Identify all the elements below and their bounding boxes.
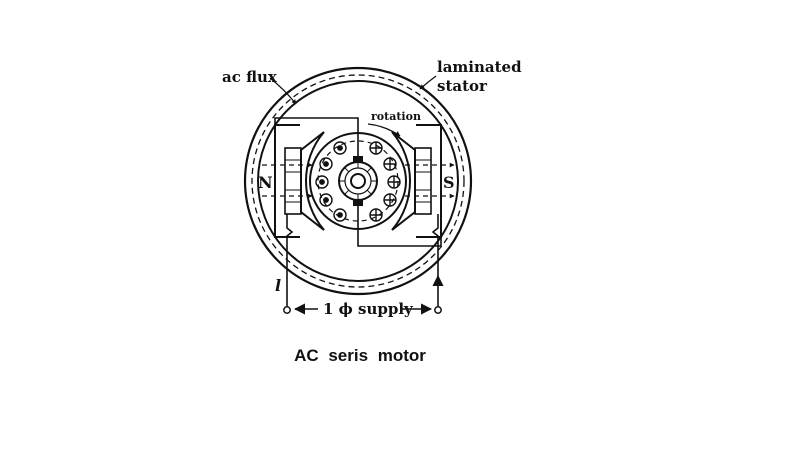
- south-pole: [391, 124, 442, 238]
- series-wiring: [274, 117, 442, 247]
- conductors-out: [315, 141, 347, 222]
- supply-terminal-left: [283, 306, 291, 314]
- flux-lines: [262, 162, 455, 199]
- north-pole-label: N: [258, 173, 273, 192]
- supply-terminal-right: [434, 306, 442, 314]
- shaft: [350, 173, 366, 189]
- stator-leader: [419, 75, 437, 90]
- supply-leads: [286, 214, 444, 306]
- ac-flux-path-outer: [251, 74, 465, 288]
- conductors-in: [369, 141, 401, 222]
- diagram-caption: AC seris motor: [294, 346, 426, 365]
- brushes: [353, 156, 363, 206]
- south-pole-label: S: [443, 173, 455, 192]
- ac-flux-label: ac flux: [222, 68, 278, 86]
- supply-label: 1 ϕ supply: [323, 300, 414, 318]
- current-label: l: [275, 276, 281, 295]
- laminated-label: laminated: [437, 58, 522, 76]
- ac-flux-leader: [269, 77, 297, 105]
- rotation-arrow: [367, 123, 401, 137]
- rotation-label: rotation: [371, 110, 421, 123]
- stator-frame: [243, 66, 473, 296]
- ac-flux-path-inner: [317, 140, 399, 222]
- stator-label: stator: [437, 77, 488, 95]
